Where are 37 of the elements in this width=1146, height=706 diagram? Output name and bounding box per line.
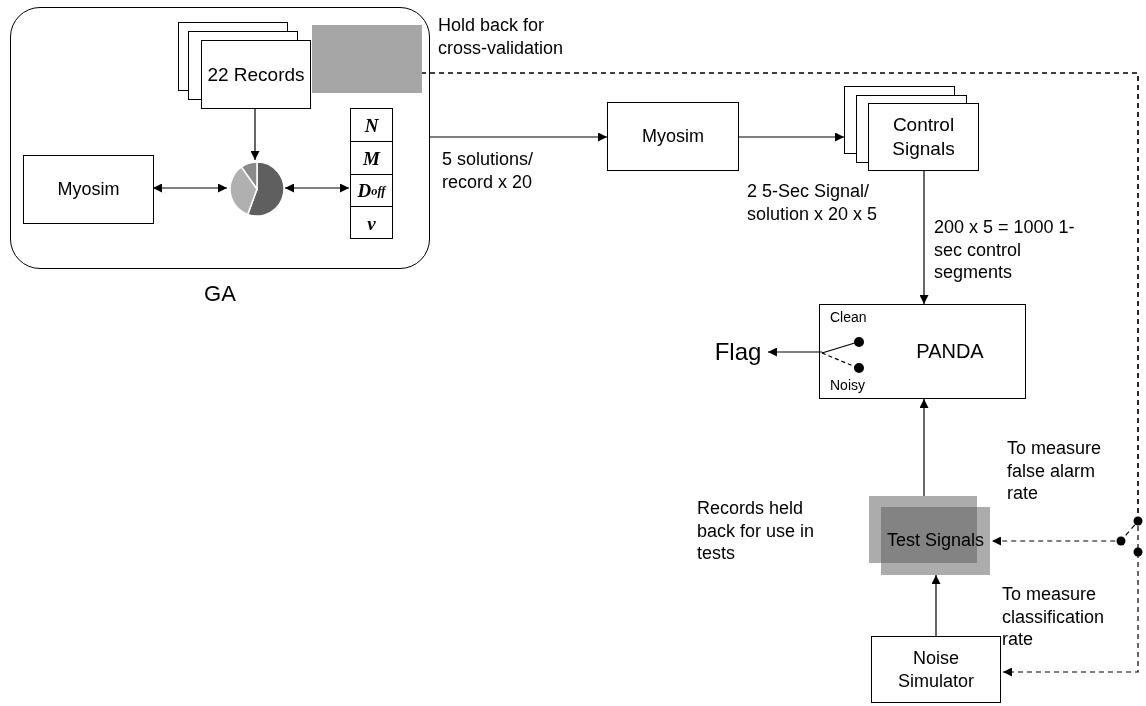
shaded-box	[312, 25, 422, 93]
arrow	[767, 347, 823, 357]
stack-label: Test Signals	[885, 529, 986, 553]
arrow	[931, 574, 941, 637]
parameter-table	[350, 108, 393, 239]
shaded-stack	[869, 496, 990, 575]
process-box	[819, 304, 1026, 399]
box-label: Noise Simulator	[897, 647, 975, 693]
note-text: Records held back for use in tests	[697, 497, 816, 565]
variable-label: N	[363, 113, 380, 138]
box-label: PANDA	[915, 339, 985, 364]
variable-label: v	[366, 212, 377, 237]
arrow	[250, 107, 260, 161]
arrow	[429, 132, 608, 142]
switch-label: Noisy	[830, 377, 865, 395]
note-text: To measure false alarm rate	[1007, 437, 1103, 505]
arrow	[919, 398, 929, 497]
group-label: GA	[203, 280, 237, 308]
note-text: Hold back for cross-validation	[438, 14, 565, 59]
process-box	[871, 636, 1001, 703]
note-text: To measure classification rate	[1002, 583, 1106, 651]
box-label: Myosim	[641, 125, 705, 149]
pie-chart-icon	[229, 161, 285, 217]
document-stack	[178, 22, 311, 109]
box-label: Myosim	[56, 178, 121, 202]
process-box	[23, 155, 154, 224]
document-stack	[844, 86, 979, 171]
arrow	[738, 132, 845, 142]
output-label: Flag	[708, 336, 768, 368]
process-box	[607, 102, 739, 171]
stack-label: 22 Records	[206, 62, 306, 87]
variable-label: M	[362, 146, 382, 171]
arrow	[919, 170, 929, 305]
arrow	[152, 183, 228, 193]
switch-label: Clean	[830, 309, 867, 327]
stack-label: Control Signals	[891, 113, 956, 161]
arrow	[284, 183, 350, 193]
